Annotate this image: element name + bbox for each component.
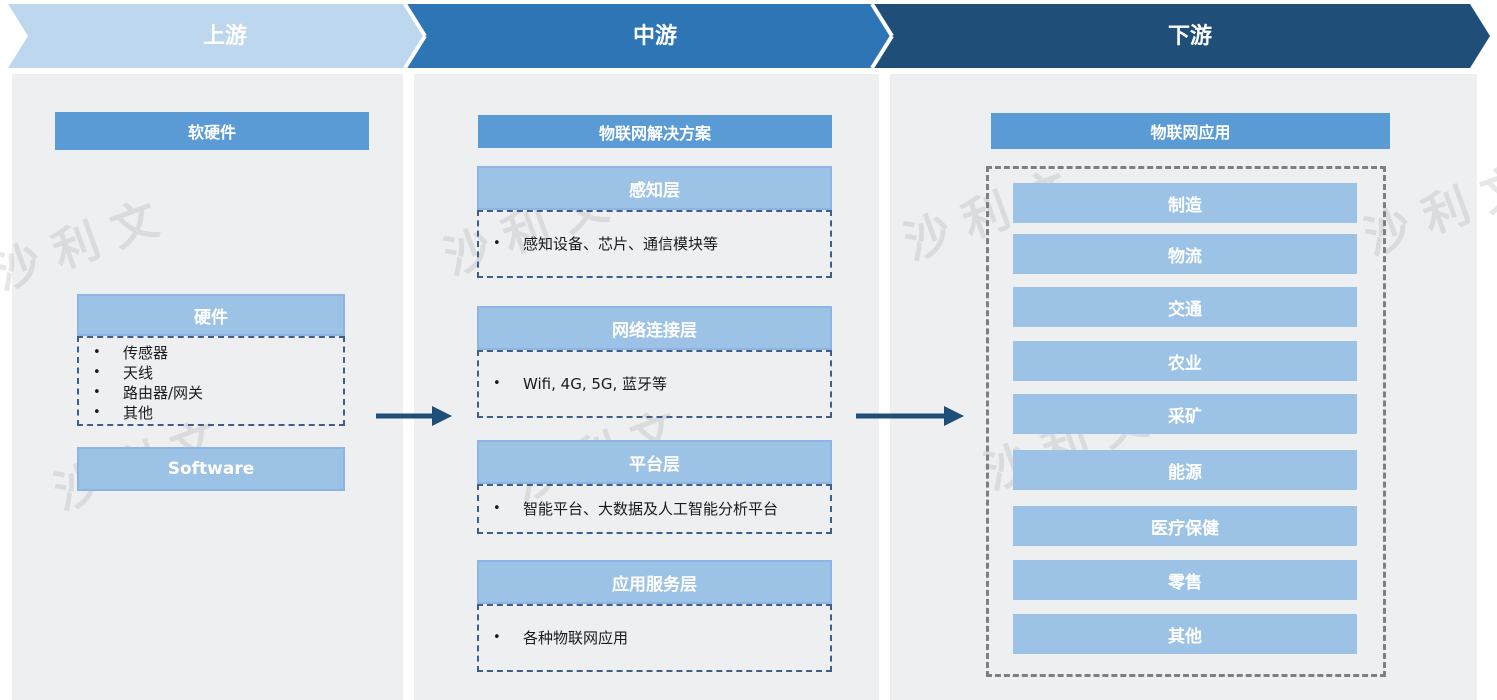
arrow-right-icon	[856, 406, 964, 426]
layer-content-box: 智能平台、大数据及人工智能分析平台	[477, 484, 832, 534]
application-box	[986, 166, 1386, 677]
list-item: 各种物联网应用	[479, 628, 830, 648]
application-item: 医疗保健	[1013, 506, 1357, 546]
layer-content-box: Wifi, 4G, 5G, 蓝牙等	[477, 350, 832, 418]
application-item: 制造	[1013, 183, 1357, 223]
application-item: 农业	[1013, 341, 1357, 381]
layer-title: 感知层	[477, 166, 832, 210]
list-item: Wifi, 4G, 5G, 蓝牙等	[479, 374, 830, 394]
application-item: 零售	[1013, 560, 1357, 600]
list-item: 其他	[79, 403, 343, 423]
list-item: 传感器	[79, 343, 343, 363]
upstream-title: 软硬件	[55, 112, 369, 150]
hardware-title: 硬件	[77, 294, 345, 336]
stage-upstream-label: 上游	[202, 23, 247, 49]
upstream-chevron	[8, 4, 425, 68]
application-item: 其他	[1013, 614, 1357, 654]
layer-content-box: 感知设备、芯片、通信模块等	[477, 210, 832, 278]
downstream-chevron	[872, 4, 1490, 68]
list-item: 路由器/网关	[79, 383, 343, 403]
midstream-chevron	[405, 4, 892, 68]
application-item: 能源	[1013, 450, 1357, 490]
stage-downstream-label: 下游	[1167, 23, 1212, 49]
list-item: 天线	[79, 363, 343, 383]
layer-title: 平台层	[477, 440, 832, 484]
application-item: 物流	[1013, 234, 1357, 274]
layer-title: 网络连接层	[477, 306, 832, 350]
hardware-items-box: 传感器 天线 路由器/网关 其他	[77, 336, 345, 426]
arrow-right-icon	[376, 406, 452, 426]
list-item: 智能平台、大数据及人工智能分析平台	[479, 499, 830, 519]
downstream-title: 物联网应用	[991, 113, 1390, 149]
layer-content-box: 各种物联网应用	[477, 604, 832, 672]
stage-midstream-label: 中游	[632, 23, 677, 49]
midstream-title: 物联网解决方案	[478, 115, 832, 148]
hardware-list: 传感器 天线 路由器/网关 其他	[79, 343, 343, 423]
application-item: 采矿	[1013, 394, 1357, 434]
stage-chevrons	[8, 2, 1490, 70]
layer-title: 应用服务层	[477, 560, 832, 604]
application-item: 交通	[1013, 287, 1357, 327]
software-box: Software	[77, 447, 345, 491]
list-item: 感知设备、芯片、通信模块等	[479, 234, 830, 254]
